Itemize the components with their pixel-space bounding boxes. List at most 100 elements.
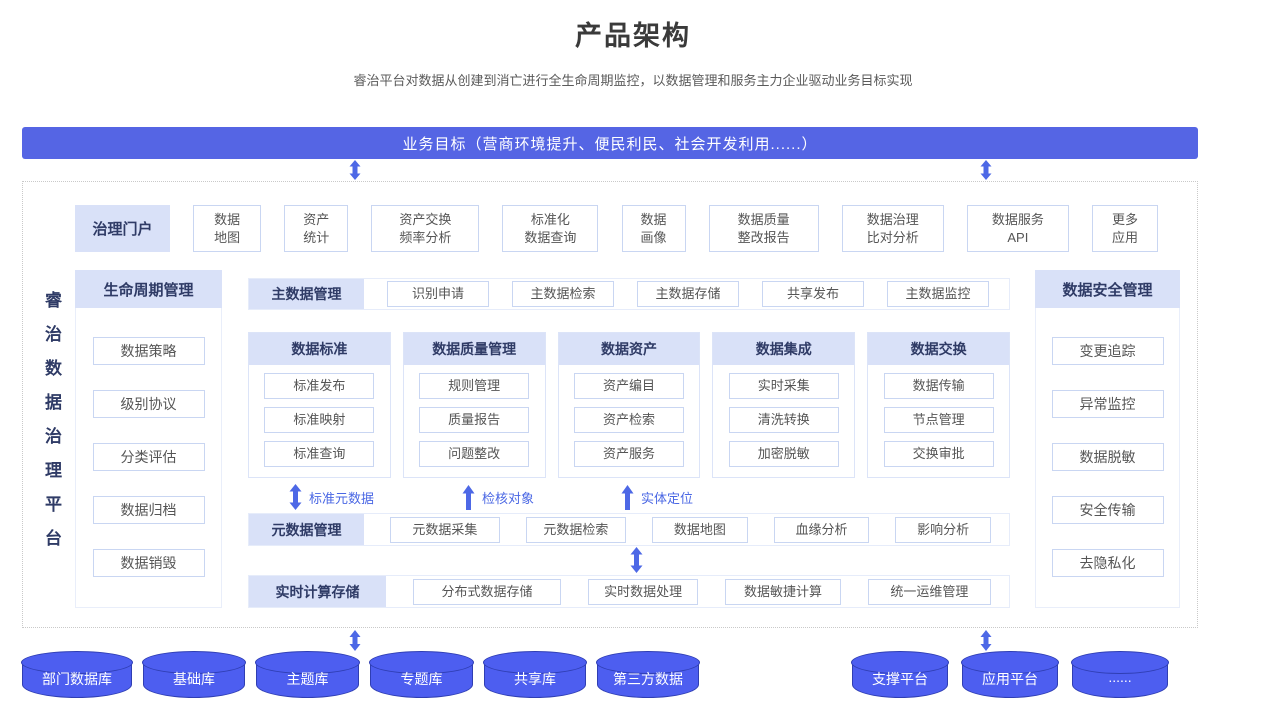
portal-item: 数据 画像 <box>621 205 686 252</box>
column-item: 质量报告 <box>419 407 530 433</box>
column-item: 标准查询 <box>264 441 375 467</box>
metadata-item: 元数据检索 <box>525 516 627 543</box>
database-cylinder: 主题库 <box>255 651 360 698</box>
metadata-header: 元数据管理 <box>249 514 364 545</box>
realtime-item: 数据敏捷计算 <box>725 578 841 605</box>
flow-label: 检核对象 <box>482 491 535 506</box>
double-arrow-icon <box>289 484 302 510</box>
up-arrow-icon <box>462 485 475 510</box>
metadata-item: 影响分析 <box>895 516 992 543</box>
column-item: 规则管理 <box>419 373 530 399</box>
platform-frame <box>22 181 1198 628</box>
column-data-asset: 数据资产 资产编目 资产检索 资产服务 <box>557 332 701 478</box>
column-item: 清洗转换 <box>728 407 839 433</box>
double-arrow-icon <box>980 630 992 651</box>
flow-check-object: 检核对象 <box>462 485 534 510</box>
metadata-item: 血缘分析 <box>773 516 870 543</box>
column-item: 加密脱敏 <box>728 441 839 467</box>
column-data-integration: 数据集成 实时采集 清洗转换 加密脱敏 <box>712 332 856 478</box>
double-arrow-icon <box>349 630 361 651</box>
lifecycle-item: 数据归档 <box>92 496 205 524</box>
database-cylinders: 部门数据库 基础库 主题库 专题库 共享库 第三方数据 <box>21 651 700 698</box>
lifecycle-item: 分类评估 <box>92 443 205 471</box>
master-data-item: 主数据监控 <box>887 281 989 307</box>
flow-label: 标准元数据 <box>309 490 375 506</box>
column-data-standard: 数据标准 标准发布 标准映射 标准查询 <box>248 332 391 478</box>
master-data-item: 共享发布 <box>762 281 864 307</box>
platform-label: 支撑平台 <box>872 671 928 687</box>
double-arrow-icon <box>630 547 643 573</box>
portal-header: 治理门户 <box>75 205 170 252</box>
column-item: 标准映射 <box>264 407 375 433</box>
database-label: 共享库 <box>514 671 556 687</box>
portal-item: 标准化 数据查询 <box>502 205 599 252</box>
database-label: 第三方数据 <box>613 671 683 687</box>
database-label: 主题库 <box>286 671 329 687</box>
column-item: 交换审批 <box>883 441 994 467</box>
lifecycle-panel: 生命周期管理 数据策略 级别协议 分类评估 数据归档 数据销毁 <box>75 270 222 608</box>
master-data-item: 主数据检索 <box>512 281 614 307</box>
master-data-item: 主数据存储 <box>637 281 739 307</box>
column-item: 资产服务 <box>574 441 684 467</box>
platform-cylinder: 应用平台 <box>961 651 1059 698</box>
column-header: 数据质量管理 <box>403 333 545 365</box>
column-item: 节点管理 <box>883 407 994 433</box>
flow-standard-metadata: 标准元数据 <box>289 484 374 510</box>
portal-item: 资产交换 频率分析 <box>371 205 480 252</box>
metadata-item: 元数据采集 <box>390 516 500 543</box>
security-panel: 数据安全管理 变更追踪 异常监控 数据脱敏 安全传输 去隐私化 <box>1035 270 1180 608</box>
column-data-quality: 数据质量管理 规则管理 质量报告 问题整改 <box>402 332 546 478</box>
platform-cylinder: 支撑平台 <box>851 651 949 698</box>
portal-item: 数据 地图 <box>193 205 262 252</box>
security-item: 安全传输 <box>1051 496 1164 524</box>
database-label: 部门数据库 <box>42 671 112 687</box>
column-data-exchange: 数据交换 数据传输 节点管理 交换审批 <box>867 332 1010 478</box>
lifecycle-item: 数据销毁 <box>92 549 205 577</box>
database-cylinder: 专题库 <box>369 651 474 698</box>
column-item: 数据传输 <box>883 373 994 399</box>
realtime-item: 分布式数据存储 <box>413 578 562 605</box>
database-cylinder: 部门数据库 <box>21 651 133 698</box>
lifecycle-item: 级别协议 <box>92 390 205 418</box>
security-item: 去隐私化 <box>1051 549 1164 577</box>
database-cylinder: 共享库 <box>483 651 587 698</box>
realtime-header: 实时计算存储 <box>249 576 386 607</box>
column-header: 数据交换 <box>868 333 1009 365</box>
realtime-row: 实时计算存储 分布式数据存储 实时数据处理 数据敏捷计算 统一运维管理 <box>248 575 1010 608</box>
security-item: 数据脱敏 <box>1051 443 1164 471</box>
double-arrow-icon <box>349 160 361 180</box>
business-goal-label: 业务目标（营商环境提升、便民利民、社会开发利用......） <box>402 135 818 153</box>
security-header: 数据安全管理 <box>1035 270 1180 308</box>
lifecycle-item: 数据策略 <box>92 337 205 365</box>
column-item: 资产检索 <box>574 407 684 433</box>
database-cylinder: 基础库 <box>142 651 246 698</box>
column-header: 数据资产 <box>558 333 700 365</box>
page-subtitle: 睿治平台对数据从创建到消亡进行全生命周期监控，以数据管理和服务主力企业驱动业务目… <box>353 73 913 88</box>
database-cylinder: 第三方数据 <box>596 651 700 698</box>
column-item: 资产编目 <box>574 373 684 399</box>
portal-item: 数据服务 API <box>966 205 1069 252</box>
platform-cylinder: ...... <box>1071 651 1169 698</box>
master-data-header: 主数据管理 <box>249 279 364 309</box>
portal-item: 数据质量 整改报告 <box>708 205 819 252</box>
portal-item: 资产 统计 <box>284 205 349 252</box>
realtime-item: 统一运维管理 <box>867 578 991 605</box>
lifecycle-body: 数据策略 级别协议 分类评估 数据归档 数据销毁 <box>75 308 222 608</box>
column-item: 实时采集 <box>728 373 839 399</box>
portal-item: 更多 应用 <box>1091 205 1158 252</box>
flow-entity-location: 实体定位 <box>621 485 693 510</box>
platform-name: 睿治数据治理平台 <box>45 291 62 548</box>
platform-cylinders: 支撑平台 应用平台 ...... <box>851 651 1169 698</box>
database-label: 专题库 <box>400 671 443 687</box>
page-title: 产品架构 <box>575 21 691 51</box>
column-item: 问题整改 <box>419 441 530 467</box>
flow-label: 实体定位 <box>641 491 694 506</box>
master-data-item: 识别申请 <box>387 281 489 307</box>
portal-row: 治理门户 数据 地图 资产 统计 资产交换 频率分析 标准化 数据查询 数据 画… <box>75 205 1158 252</box>
double-arrow-icon <box>980 160 992 180</box>
lifecycle-header: 生命周期管理 <box>75 270 222 308</box>
security-body: 变更追踪 异常监控 数据脱敏 安全传输 去隐私化 <box>1035 308 1180 608</box>
database-label: 基础库 <box>173 671 215 687</box>
column-header: 数据标准 <box>249 333 390 365</box>
